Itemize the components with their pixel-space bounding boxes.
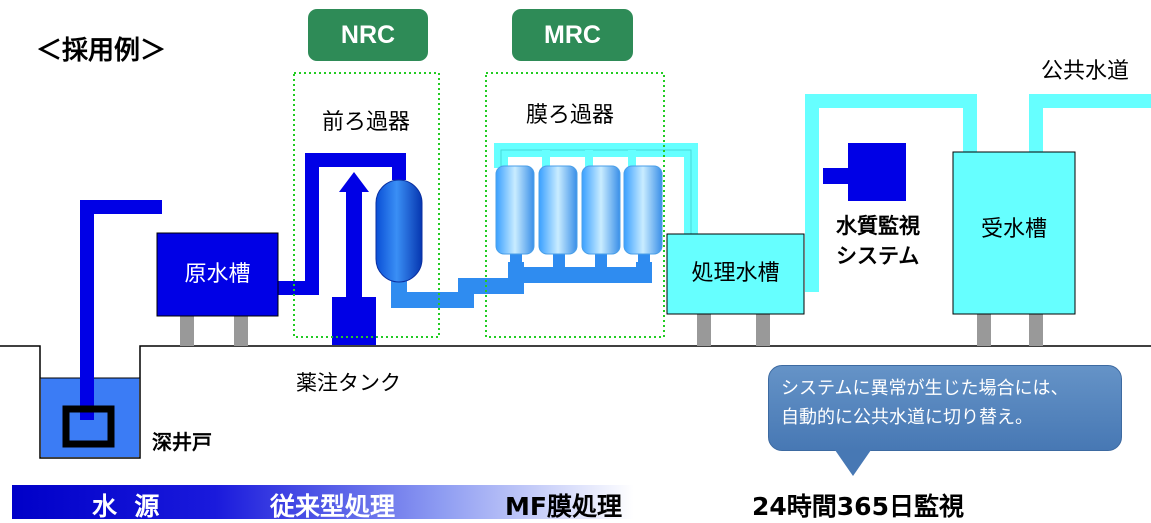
monitoring-connector xyxy=(823,168,849,184)
prefilter-vessel xyxy=(375,179,423,283)
membrane-module xyxy=(495,165,535,255)
callout-tail xyxy=(835,450,871,476)
monitoring-label-line2: システム xyxy=(836,244,920,268)
stage-mf-membrane: MF膜処理 xyxy=(505,492,622,521)
example-label: ＜採用例＞ xyxy=(36,36,167,66)
nrc-badge: NRC xyxy=(308,9,428,61)
raw-to-prefilter-pipe xyxy=(278,153,406,295)
ground-line xyxy=(0,345,1151,459)
stage-monitoring: 24時間365日監視 xyxy=(752,492,964,521)
stage-water-source: 水 源 xyxy=(92,492,160,521)
monitoring-label-line1: 水質監視 xyxy=(836,214,920,238)
membrane-filter-label: 膜ろ過器 xyxy=(526,103,615,128)
deep-well-box xyxy=(62,405,115,448)
treated-to-receiving-pipe xyxy=(805,94,977,292)
membrane-modules xyxy=(495,165,663,255)
chemical-arrow-shaft xyxy=(346,186,362,298)
mrc-badge: MRC xyxy=(512,9,633,61)
public-water-pipe xyxy=(1029,94,1151,152)
treated-water-tank-shape xyxy=(666,233,805,315)
membrane-header xyxy=(494,143,698,238)
treated-water-tank-label: 処理水槽 xyxy=(691,261,780,287)
raw-water-tank-label: 原水槽 xyxy=(184,261,251,287)
callout-line2: 自動的に公共水道に切り替え。 xyxy=(781,407,1033,428)
receiving-tank-shape xyxy=(952,151,1076,315)
membrane-module xyxy=(538,165,578,255)
chemical-arrow-head xyxy=(339,172,369,192)
membrane-module xyxy=(623,165,663,255)
receiving-tank-label: 受水槽 xyxy=(980,217,1047,243)
stage-bar xyxy=(12,485,1142,519)
chemical-tank-label: 薬注タンク xyxy=(296,371,401,395)
chemical-tank-shape xyxy=(332,297,376,345)
prefilter-label: 前ろ過器 xyxy=(322,110,411,135)
nrc-group-box xyxy=(293,72,440,338)
deep-well-label: 深井戸 xyxy=(152,430,212,454)
callout-line1: システムに異常が生じた場合には、 xyxy=(781,378,1069,399)
monitoring-sensor xyxy=(848,143,906,201)
membrane-module xyxy=(581,165,621,255)
stage-conventional: 従来型処理 xyxy=(270,492,396,521)
well-pipe xyxy=(80,200,162,420)
switchover-callout: システムに異常が生じた場合には、 自動的に公共水道に切り替え。 xyxy=(768,365,1122,451)
public-water-label: 公共水道 xyxy=(1041,59,1130,84)
tank-legs xyxy=(180,313,1043,346)
raw-water-tank-shape xyxy=(156,232,279,317)
mrc-group-box xyxy=(485,72,665,338)
